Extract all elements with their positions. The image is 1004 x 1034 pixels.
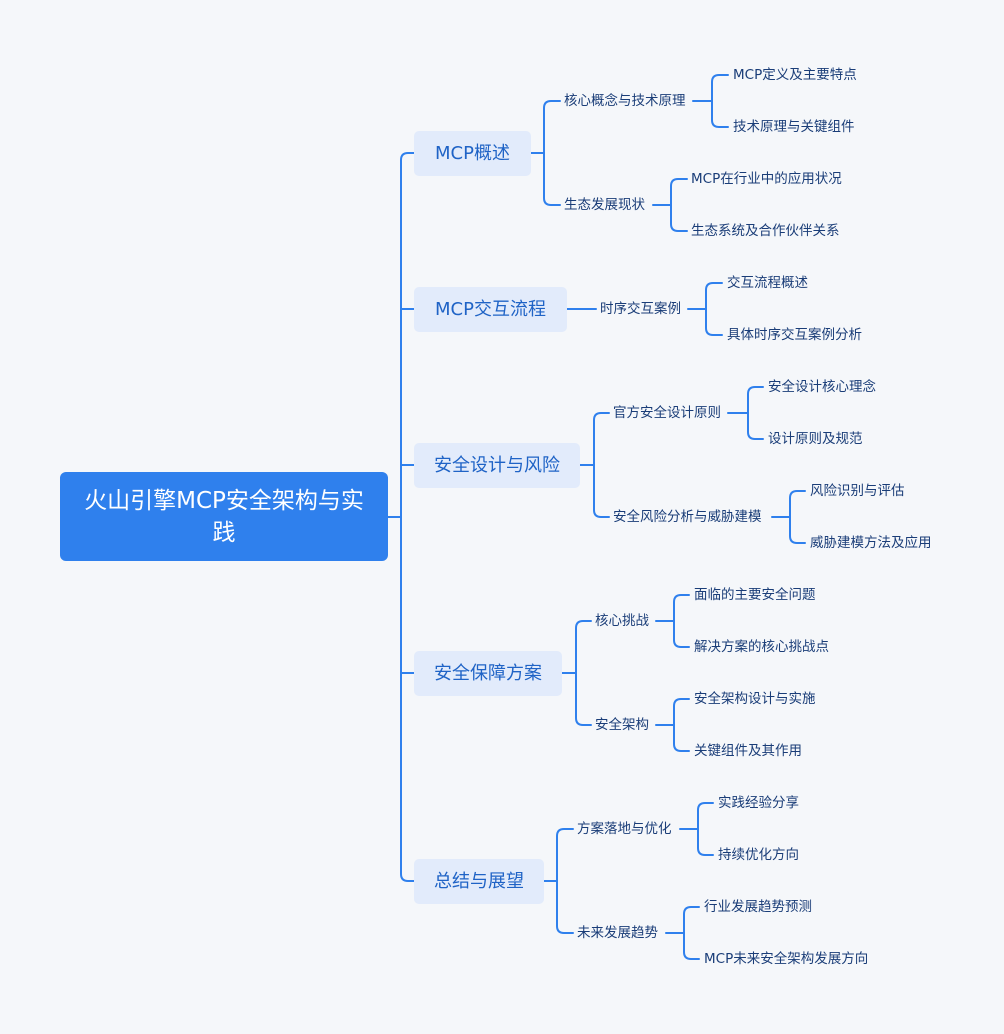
subtopic-threat-modeling[interactable]: 安全风险分析与威胁建模 xyxy=(613,509,762,525)
connector-line-19 xyxy=(705,282,723,336)
connector-line-1 xyxy=(400,152,415,882)
connector-line-25 xyxy=(673,594,690,648)
root-topic[interactable]: 火山引擎MCP安全架构与实践 xyxy=(60,472,388,561)
leaf-tech-components[interactable]: 技术原理与关键组件 xyxy=(733,119,855,135)
leaf-key-components[interactable]: 关键组件及其作用 xyxy=(694,743,802,759)
leaf-challenge-points[interactable]: 解决方案的核心挑战点 xyxy=(694,639,829,655)
subtopic-design-principles[interactable]: 官方安全设计原则 xyxy=(613,405,721,421)
connector-line-27 xyxy=(673,698,690,752)
leaf-experience-sharing[interactable]: 实践经验分享 xyxy=(718,795,799,811)
connector-line-21 xyxy=(747,386,764,440)
leaf-optimization-direction[interactable]: 持续优化方向 xyxy=(718,847,799,863)
leaf-mcp-definition[interactable]: MCP定义及主要特点 xyxy=(733,67,857,83)
topic-summary-outlook[interactable]: 总结与展望 xyxy=(414,859,544,904)
connector-line-31 xyxy=(683,906,700,960)
connector-line-29 xyxy=(697,802,714,856)
leaf-flow-overview[interactable]: 交互流程概述 xyxy=(727,275,808,291)
connector-line-9 xyxy=(593,412,610,518)
subtopic-sequence-case[interactable]: 时序交互案例 xyxy=(600,301,681,317)
topic-mcp-interaction[interactable]: MCP交互流程 xyxy=(414,287,567,332)
connector-line-6 xyxy=(543,100,561,206)
leaf-core-idea[interactable]: 安全设计核心理念 xyxy=(768,379,876,395)
topic-security-solution[interactable]: 安全保障方案 xyxy=(414,651,562,696)
leaf-main-issues[interactable]: 面临的主要安全问题 xyxy=(694,587,816,603)
connector-line-13 xyxy=(556,828,574,934)
leaf-modeling-methods[interactable]: 威胁建模方法及应用 xyxy=(810,535,932,551)
leaf-industry-application[interactable]: MCP在行业中的应用状况 xyxy=(691,171,842,187)
leaf-risk-assessment[interactable]: 风险识别与评估 xyxy=(810,483,905,499)
leaf-future-architecture[interactable]: MCP未来安全架构发展方向 xyxy=(704,951,869,967)
subtopic-core-challenges[interactable]: 核心挑战 xyxy=(595,613,649,629)
leaf-case-analysis[interactable]: 具体时序交互案例分析 xyxy=(727,327,862,343)
connector-line-23 xyxy=(789,490,806,544)
subtopic-core-concepts[interactable]: 核心概念与技术原理 xyxy=(564,93,686,109)
leaf-partners[interactable]: 生态系统及合作伙伴关系 xyxy=(691,223,840,239)
subtopic-ecosystem[interactable]: 生态发展现状 xyxy=(564,197,645,213)
subtopic-security-architecture[interactable]: 安全架构 xyxy=(595,717,649,733)
leaf-architecture-implementation[interactable]: 安全架构设计与实施 xyxy=(694,691,816,707)
subtopic-landing-optimization[interactable]: 方案落地与优化 xyxy=(577,821,672,837)
subtopic-future-trends[interactable]: 未来发展趋势 xyxy=(577,925,658,941)
connector-line-17 xyxy=(670,178,688,232)
leaf-industry-forecast[interactable]: 行业发展趋势预测 xyxy=(704,899,812,915)
connector-line-11 xyxy=(575,620,592,726)
leaf-principles-specs[interactable]: 设计原则及规范 xyxy=(768,431,863,447)
topic-security-design-risk[interactable]: 安全设计与风险 xyxy=(414,443,580,488)
connector-line-15 xyxy=(711,74,729,128)
topic-mcp-overview[interactable]: MCP概述 xyxy=(414,131,531,176)
